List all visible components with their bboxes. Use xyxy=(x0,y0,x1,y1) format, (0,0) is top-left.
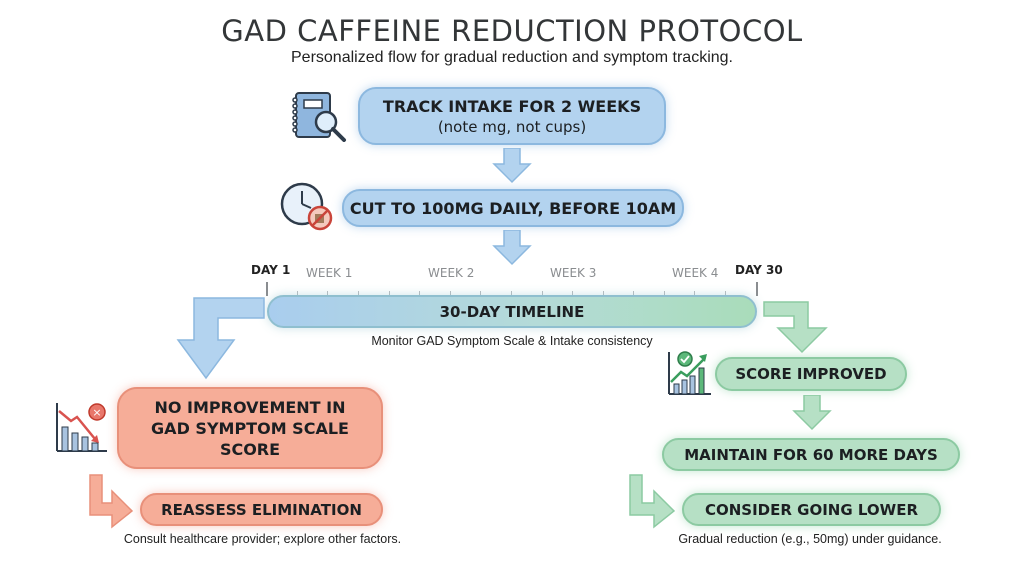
l-arrow-red-icon xyxy=(89,474,134,529)
consider-going-lower-box: CONSIDER GOING LOWER xyxy=(682,493,941,526)
no-improvement-box: NO IMPROVEMENT IN GAD SYMPTOM SCALE SCOR… xyxy=(117,387,383,469)
no-improvement-line-3: SCORE xyxy=(219,439,281,459)
timeline-week-4: WEEK 4 xyxy=(672,266,719,280)
timeline-note: Monitor GAD Symptom Scale & Intake consi… xyxy=(371,334,653,348)
consider-going-lower-label: CONSIDER GOING LOWER xyxy=(704,500,919,519)
no-improvement-line-1: NO IMPROVEMENT IN xyxy=(154,397,346,417)
arrow-down-icon xyxy=(792,395,832,431)
arrow-down-icon xyxy=(492,230,532,266)
maintain-60-days-label: MAINTAIN FOR 60 MORE DAYS xyxy=(684,445,938,464)
consider-lower-note: Gradual reduction (e.g., 50mg) under gui… xyxy=(678,532,942,546)
reassess-elimination-label: REASSESS ELIMINATION xyxy=(161,500,362,519)
cut-to-100mg-label: CUT TO 100MG DAILY, BEFORE 10AM xyxy=(349,198,677,218)
score-improved-label: SCORE IMPROVED xyxy=(735,365,887,383)
notebook-magnifier-icon xyxy=(292,92,346,142)
page-subtitle: Personalized flow for gradual reduction … xyxy=(291,49,733,66)
maintain-60-days-box: MAINTAIN FOR 60 MORE DAYS xyxy=(662,438,960,471)
elbow-arrow-right-icon xyxy=(763,301,828,354)
reassess-note: Consult healthcare provider; explore oth… xyxy=(123,532,402,546)
elbow-arrow-left-icon xyxy=(176,297,265,380)
no-improvement-line-2: GAD SYMPTOM SCALE xyxy=(151,418,349,438)
declining-chart-icon: × xyxy=(56,403,107,452)
clock-no-coffee-icon xyxy=(280,182,333,231)
timeline-week-1: WEEK 1 xyxy=(306,266,353,280)
arrow-down-icon xyxy=(492,148,532,184)
timeline-end-label: DAY 30 xyxy=(735,263,783,277)
timeline-bar: 30-DAY TIMELINE xyxy=(267,295,757,328)
track-intake-label: TRACK INTAKE FOR 2 WEEKS xyxy=(382,96,642,116)
score-improved-box: SCORE IMPROVED xyxy=(715,357,907,391)
timeline-start-label: DAY 1 xyxy=(251,263,291,277)
timeline-week-3: WEEK 3 xyxy=(550,266,597,280)
timeline-label: 30-DAY TIMELINE xyxy=(439,302,585,321)
track-intake-step: TRACK INTAKE FOR 2 WEEKS (note mg, not c… xyxy=(358,87,666,145)
cut-to-100mg-step: CUT TO 100MG DAILY, BEFORE 10AM xyxy=(342,189,684,227)
track-intake-sublabel: (note mg, not cups) xyxy=(437,117,587,136)
page-title: GAD CAFFEINE REDUCTION PROTOCOL xyxy=(221,14,803,48)
rising-chart-icon xyxy=(668,351,711,395)
timeline-week-2: WEEK 2 xyxy=(428,266,475,280)
reassess-elimination-box: REASSESS ELIMINATION xyxy=(140,493,383,526)
l-arrow-green-icon xyxy=(629,474,676,529)
svg-text:×: × xyxy=(92,406,101,419)
